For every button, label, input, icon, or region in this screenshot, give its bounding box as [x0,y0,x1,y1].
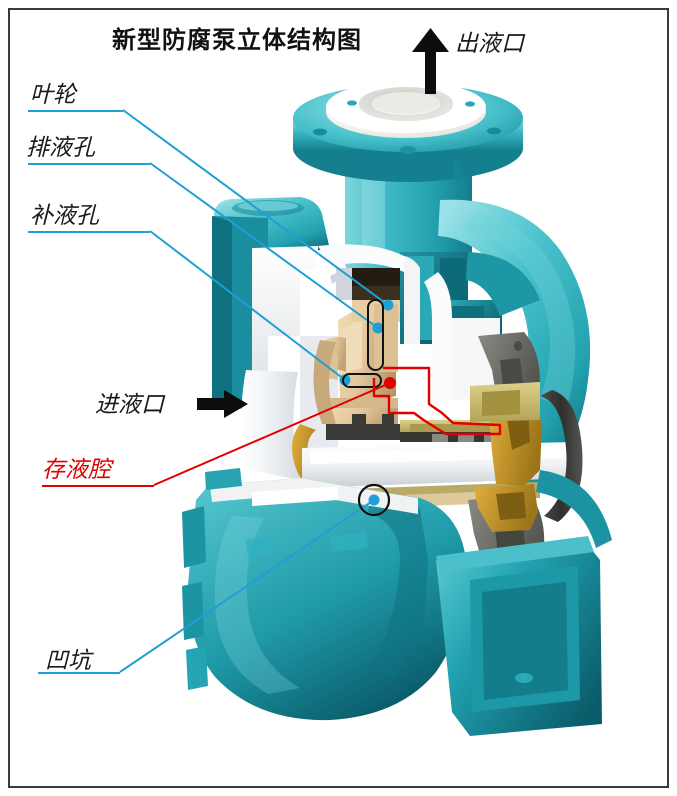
callout-label-liquid-outlet: 出液口 [455,31,524,57]
callout-label-liquid-inlet: 进液口 [95,392,164,418]
callout-underline-impeller [28,110,123,112]
lower-casing [182,470,612,736]
callout-underline-pit [38,672,120,674]
callout-underline-refill-hole [28,231,150,233]
figure-title: 新型防腐泵立体结构图 [112,26,362,54]
callout-underline-liquid-storage-chamber [42,485,154,487]
callout-label-liquid-storage-chamber: 存液腔 [42,457,111,483]
callout-label-refill-hole: 补液孔 [30,203,99,229]
callout-label-impeller: 叶轮 [30,82,76,108]
callout-label-pit: 凹坑 [45,648,91,674]
impeller-assembly [313,268,400,424]
callout-label-drain-hole: 排液孔 [26,135,95,161]
callout-underline-drain-hole [28,163,150,165]
